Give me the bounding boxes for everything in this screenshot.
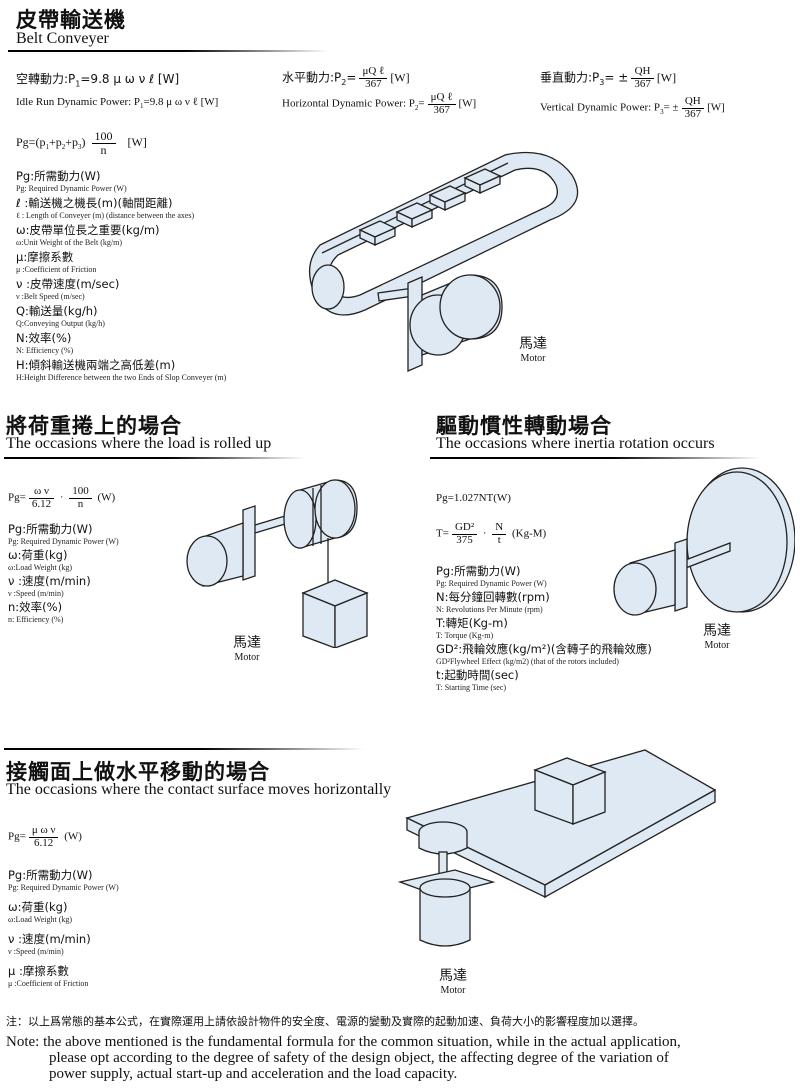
note-en-line-3: power supply, actual start-up and accele… bbox=[49, 1066, 458, 1082]
contact-title-en: The occasions where the contact surface … bbox=[6, 781, 392, 798]
inertia-definitions: Pg:所需動力(W)Pg: Required Dynamic Power (W)… bbox=[436, 563, 736, 693]
flywheel-illustration bbox=[613, 467, 795, 616]
contact-surface-illustration bbox=[397, 749, 717, 947]
rolled-title-rule bbox=[4, 457, 304, 459]
rolled-title-en: The occasions where the load is rolled u… bbox=[6, 435, 272, 452]
note-en: Note: the above mentioned is the fundame… bbox=[6, 1034, 796, 1082]
def-friction: μ:摩擦系數 μ :Coefficient of Friction bbox=[16, 250, 97, 274]
def-speed: ν :皮帶速度(m/sec) ν :Belt Speed (m/sec) bbox=[16, 277, 120, 301]
belt-title-en: Belt Conveyer bbox=[16, 30, 109, 47]
rolled-def-load: ω:荷重(kg)ω:Load Weight (kg) bbox=[8, 548, 73, 572]
note-en-line-2: please opt according to the degree of sa… bbox=[49, 1050, 669, 1066]
belt-title-rule bbox=[8, 50, 328, 52]
belt-title-zh: 皮帶輸送機 bbox=[16, 8, 126, 32]
def-height: H:傾斜輸送機兩端之高低差(m) H:Height Difference bet… bbox=[16, 358, 227, 382]
inertia-def-pg: Pg:所需動力(W)Pg: Required Dynamic Power (W) bbox=[436, 564, 547, 588]
rolled-def-efficiency: n:效率(%)n: Efficiency (%) bbox=[8, 600, 64, 624]
def-length: ℓ :輸送機之機長(m)(軸間距離) ℓ : Length of Conveye… bbox=[16, 196, 195, 220]
def-efficiency: N:效率(%) N: Efficiency (%) bbox=[16, 331, 74, 355]
rolled-definitions: Pg:所需動力(W)Pg: Required Dynamic Power (W)… bbox=[8, 521, 208, 625]
inertia-title-zh: 驅動慣性轉動場合 bbox=[436, 414, 612, 438]
belt-definitions: Pg:所需動力(W) Pg: Required Dynamic Power (W… bbox=[16, 168, 316, 384]
contact-title-rule bbox=[4, 748, 364, 750]
rolled-motor-label: 馬達 Motor bbox=[233, 635, 261, 663]
idle-formula-en: Idle Run Dynamic Power: P1=9.8 μ ω ν ℓ [… bbox=[16, 96, 219, 111]
inertia-title-en: The occasions where inertia rotation occ… bbox=[436, 435, 715, 452]
note-en-line-1: Note: the above mentioned is the fundame… bbox=[6, 1034, 681, 1050]
def-weight: ω:皮帶單位長之重要(kg/m) ω:Unit Weight of the Be… bbox=[16, 223, 160, 247]
contact-definitions: Pg:所需動力(W)Pg: Required Dynamic Power (W)… bbox=[8, 867, 208, 995]
inertia-motor-label: 馬達 Motor bbox=[703, 623, 731, 651]
rolled-title-zh: 將荷重捲上的場合 bbox=[6, 414, 182, 438]
belt-conveyor-illustration bbox=[308, 151, 579, 372]
inertia-def-flywheel: GD²:飛輪效應(kg/m²)(含轉子的飛輪效應)GD²Flywheel Eff… bbox=[436, 642, 652, 666]
contact-motor-label: 馬達 Motor bbox=[439, 968, 467, 996]
contact-title-zh: 接觸面上做水平移動的場合 bbox=[6, 760, 270, 784]
def-output: Q:輸送量(kg/h) Q:Conveying Output (kg/h) bbox=[16, 304, 105, 328]
belt-motor-label: 馬達 Motor bbox=[519, 336, 547, 364]
inertia-title-rule bbox=[430, 457, 760, 459]
inertia-def-rpm: N:每分鐘回轉數(rpm)N: Revolutions Per Minute (… bbox=[436, 590, 550, 614]
rolled-def-speed: ν :速度(m/min)ν :Speed (m/min) bbox=[8, 574, 91, 598]
inertia-pg-formula: Pg=1.027NT(W) bbox=[436, 492, 511, 504]
winch-illustration bbox=[186, 479, 369, 648]
note-zh: 注：以上爲常態的基本公式，在實際運用上請依設計物件的安全度、電源的變動及實際的起… bbox=[6, 1015, 644, 1028]
rolled-def-pg: Pg:所需動力(W)Pg: Required Dynamic Power (W) bbox=[8, 522, 119, 546]
contact-def-pg: Pg:所需動力(W)Pg: Required Dynamic Power (W) bbox=[8, 868, 119, 892]
idle-formula-zh: 空轉動力:P1=9.8 μ ω ν ℓ [W] bbox=[16, 72, 180, 89]
contact-def-load: ω:荷重(kg)ω:Load Weight (kg) bbox=[8, 900, 73, 924]
inertia-def-time: t:起動時間(sec)T: Starting Time (sec) bbox=[436, 668, 519, 692]
inertia-def-torque: T:轉矩(Kg-m)T: Torque (Kg-m) bbox=[436, 616, 508, 640]
def-pg: Pg:所需動力(W) Pg: Required Dynamic Power (W… bbox=[16, 169, 127, 193]
contact-def-speed: ν :速度(m/min)ν :Speed (m/min) bbox=[8, 932, 91, 956]
